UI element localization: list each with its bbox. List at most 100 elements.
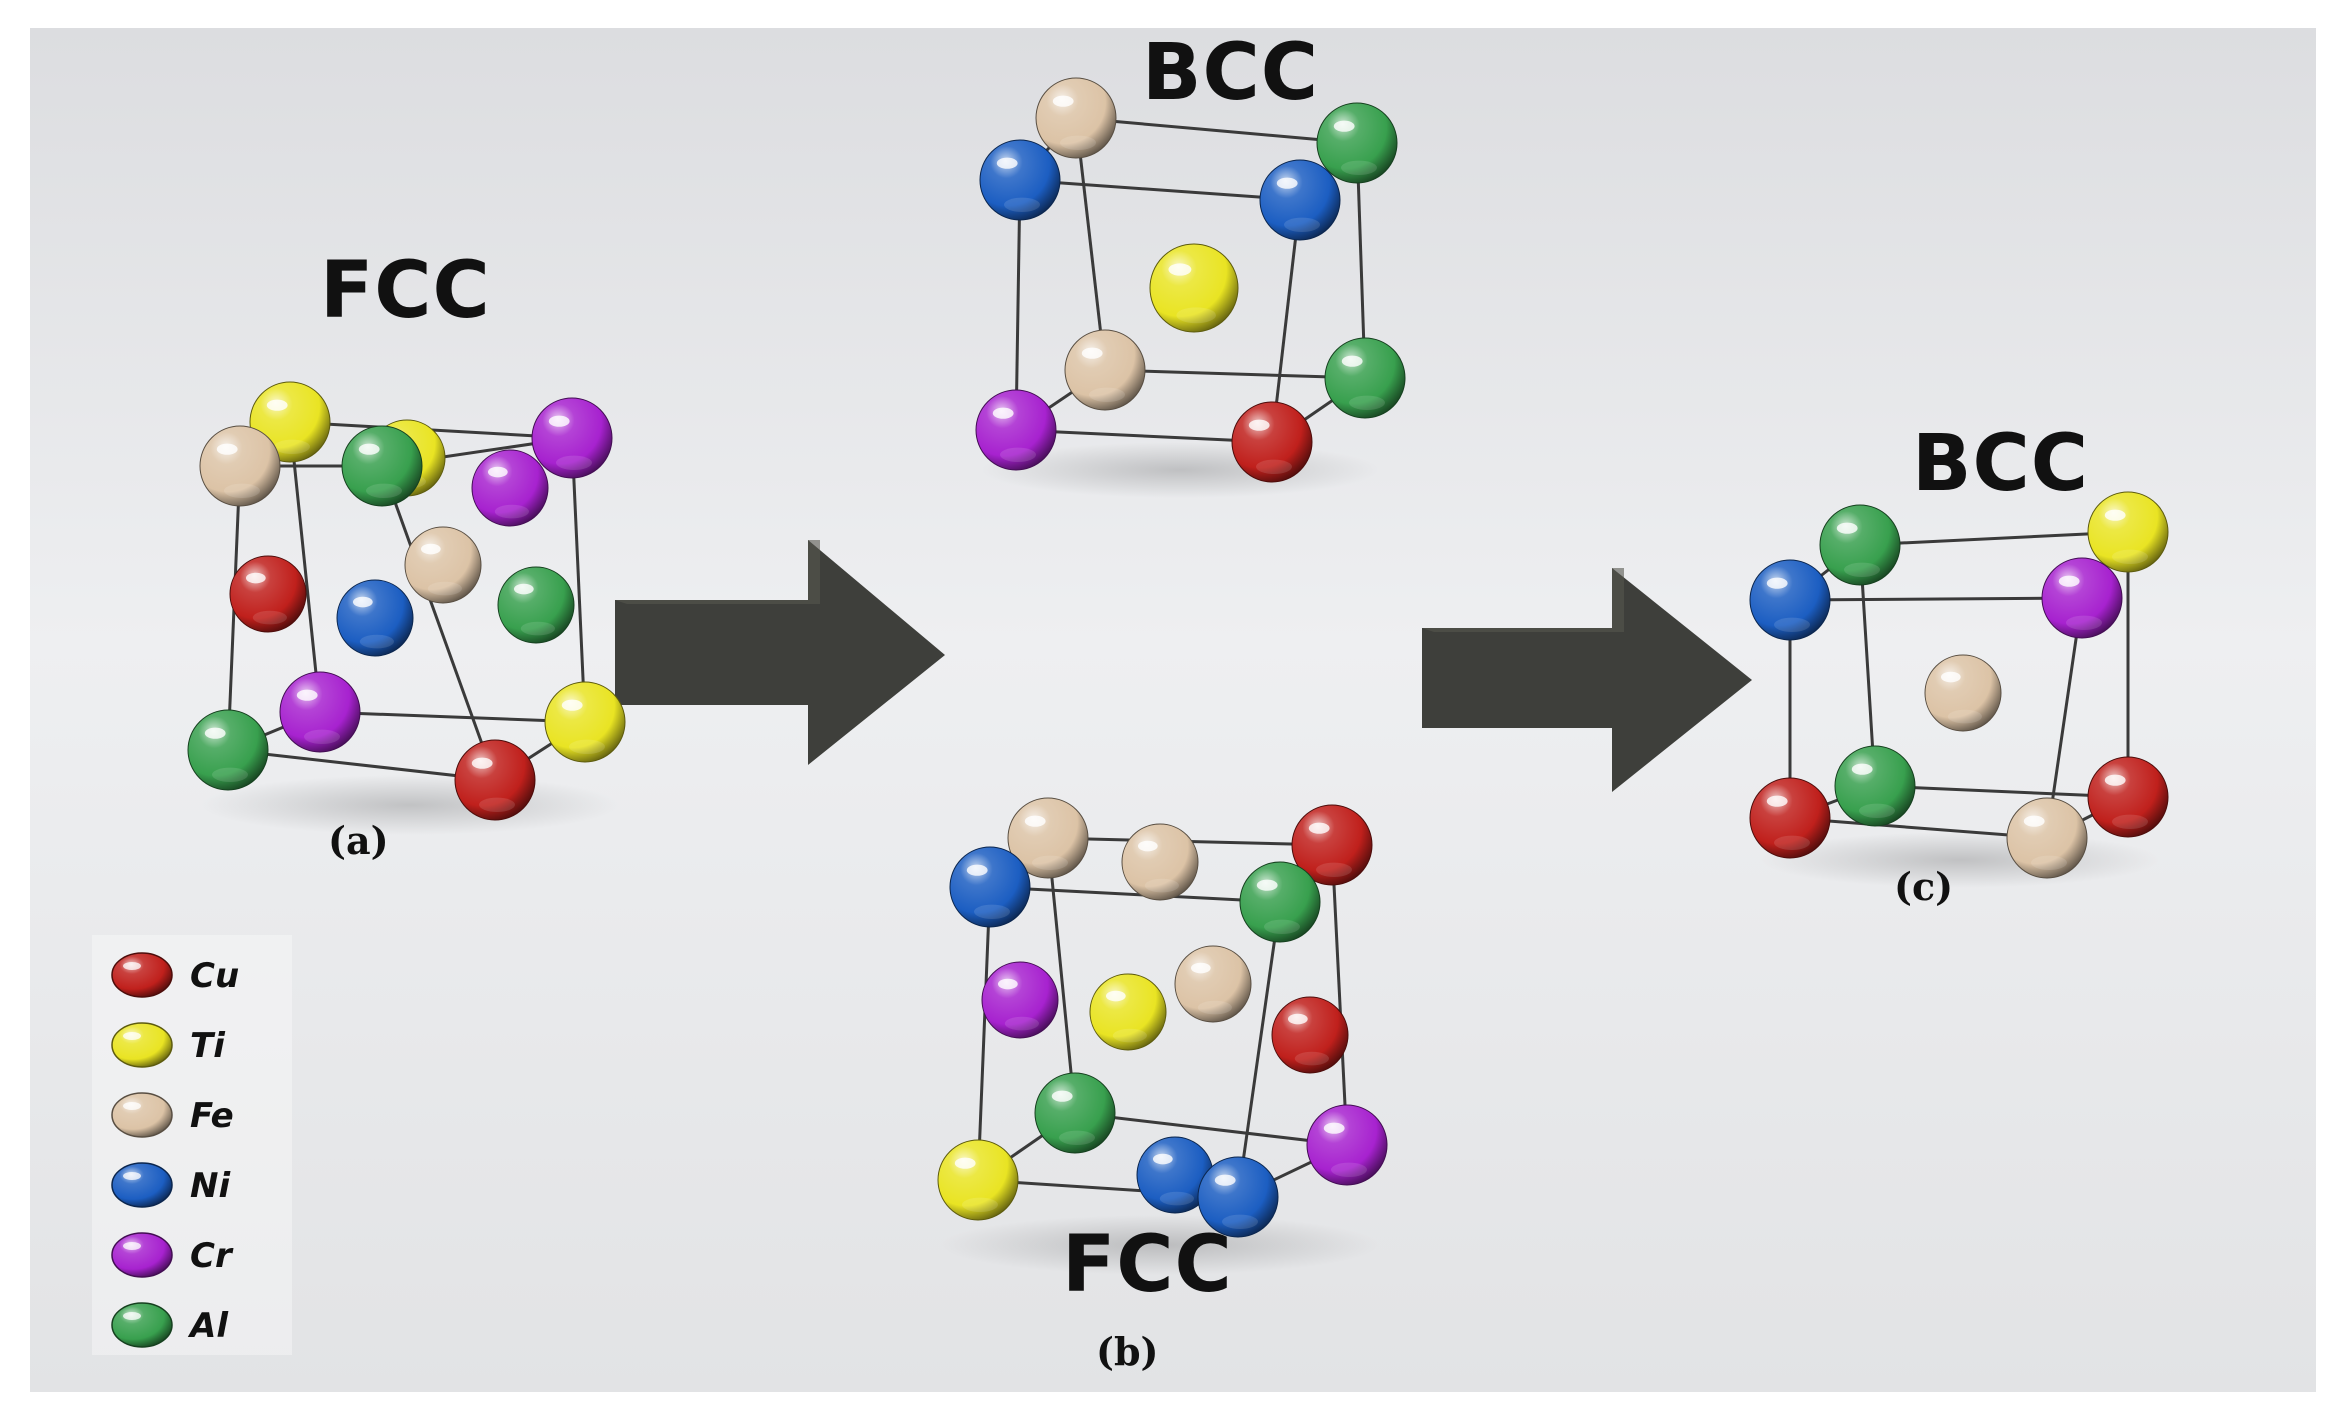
legend-label: Ni	[190, 1166, 231, 1206]
title-bcc-c: BCC	[1912, 419, 2089, 509]
legend-box	[92, 935, 292, 1355]
legend-item-al: Al	[111, 1302, 229, 1348]
atom-fe-face	[1174, 945, 1252, 1023]
atom-al-corner	[1316, 102, 1398, 184]
atom-fe-face	[404, 526, 482, 604]
atom-ni-face	[336, 579, 414, 657]
caption-b: (b)	[1096, 1329, 1159, 1374]
shadow-a	[200, 775, 620, 835]
atom-cr-corner	[531, 397, 613, 479]
lattice-edge	[227, 748, 496, 782]
atom-al-face	[497, 566, 575, 644]
lattice-edge	[1104, 368, 1366, 380]
atom-al-corner	[1819, 504, 1901, 586]
atom-cu-corner	[1749, 777, 1831, 859]
legend-item-ti: Ti	[111, 1022, 226, 1068]
atom-al-corner	[1239, 861, 1321, 943]
title-fcc-b: FCC	[1062, 1220, 1233, 1310]
lattice-edge	[1019, 178, 1301, 202]
lattice-edge	[1046, 837, 1077, 1114]
lattice-edge	[1075, 116, 1358, 145]
lattice-edge	[1015, 428, 1273, 444]
lattice-edge	[1270, 199, 1302, 443]
legend-label: Al	[187, 1306, 229, 1346]
atom-fe-corner	[1064, 329, 1146, 411]
arrows	[615, 540, 1752, 792]
legend-label: Cu	[190, 956, 239, 996]
unit-cell-a	[187, 381, 626, 821]
atom-fe-corner	[2006, 797, 2088, 879]
atom-al-corner	[1834, 745, 1916, 827]
atom-ni-corner	[979, 139, 1061, 221]
atom-fe-face	[1121, 823, 1199, 901]
lattice-edge	[319, 710, 586, 724]
legend-label: Cr	[190, 1236, 234, 1276]
legend-label: Ti	[190, 1026, 226, 1066]
lattice-edge	[1874, 784, 2129, 799]
unit-cell-bcc_top	[975, 77, 1406, 483]
lattice-edge	[1074, 1111, 1348, 1147]
legend-swatch	[111, 1162, 173, 1208]
lattice-edge	[1789, 816, 2048, 840]
legend-item-fe: Fe	[111, 1092, 234, 1138]
lattice-edge	[1789, 596, 2083, 602]
atom-cr-corner	[2041, 557, 2123, 639]
transition-arrow-1	[615, 540, 945, 765]
atom-ti-corner	[937, 1139, 1019, 1221]
atom-ni-corner	[1749, 559, 1831, 641]
atom-ni-corner	[1259, 159, 1341, 241]
atom-ti-corner	[544, 681, 626, 763]
atom-cu-corner	[1291, 804, 1373, 886]
atom-fe-corner	[199, 425, 281, 507]
legend-swatch	[111, 1022, 173, 1068]
atom-cu-face	[229, 555, 307, 633]
atom-al-corner	[1324, 337, 1406, 419]
atom-cu-corner	[454, 739, 536, 821]
atom-cr-corner	[1306, 1104, 1388, 1186]
unit-cells	[187, 77, 2169, 1238]
atom-cr-face	[471, 449, 549, 527]
atom-ni-corner	[949, 846, 1031, 928]
atom-al-corner	[341, 425, 423, 507]
title-fcc-a: FCC	[320, 246, 491, 336]
title-bcc-top: BCC	[1142, 28, 1319, 118]
atom-cr-corner	[975, 389, 1057, 471]
atom-cr-face	[981, 961, 1059, 1039]
legend-item-cr: Cr	[111, 1232, 234, 1278]
lattice-edge	[1074, 117, 1107, 371]
caption-a: (a)	[328, 818, 389, 863]
atom-ni-face	[1136, 1136, 1214, 1214]
legend-swatch	[111, 952, 173, 998]
atom-al-corner	[1034, 1072, 1116, 1154]
lattice-edge	[1236, 901, 1282, 1198]
unit-cell-b	[937, 797, 1388, 1238]
legend-label: Fe	[190, 1096, 234, 1136]
atom-fe-corner	[1007, 797, 1089, 879]
atom-ti-corner	[2087, 491, 2169, 573]
atom-cu-corner	[2087, 756, 2169, 838]
caption-c: (c)	[1894, 864, 1954, 909]
lattice-edge	[1014, 179, 1022, 431]
lattice-edge	[976, 886, 992, 1181]
atom-fe-corner	[1035, 77, 1117, 159]
lattice-edge	[380, 465, 497, 781]
legend-item-ni: Ni	[111, 1162, 231, 1208]
legend-swatch	[111, 1302, 173, 1348]
legend-swatch	[111, 1232, 173, 1278]
atom-cr-corner	[279, 671, 361, 753]
atom-cu-face	[1271, 996, 1349, 1074]
transition-arrow-2	[1422, 568, 1752, 792]
lattice-edge	[288, 421, 322, 713]
lattice-edge	[989, 885, 1281, 904]
atom-cu-corner	[1231, 401, 1313, 483]
legend-swatch	[111, 1092, 173, 1138]
lattice-edge	[570, 437, 587, 723]
atom-al-corner	[187, 709, 269, 791]
lattice-edge	[1859, 530, 2129, 547]
atom-ti-face	[1089, 973, 1167, 1051]
legend-item-cu: Cu	[111, 952, 239, 998]
atom-ni-corner	[1197, 1156, 1279, 1238]
